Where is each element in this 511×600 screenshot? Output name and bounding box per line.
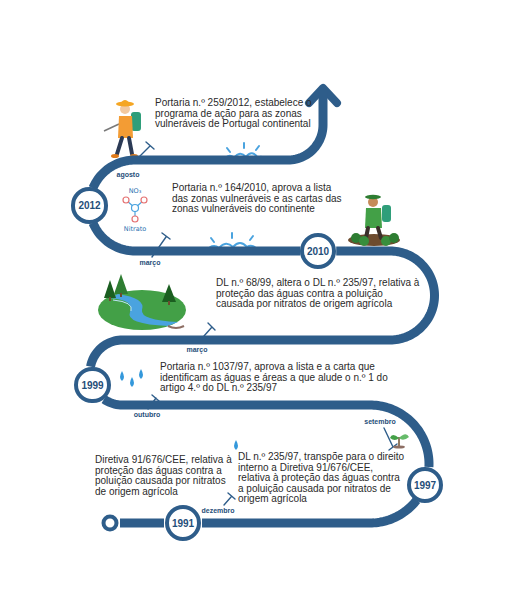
timeline-road xyxy=(93,223,300,251)
month-label: março xyxy=(130,259,170,267)
month-label: agosto xyxy=(108,171,148,179)
event-text: DL n.º 235/97, transpõe para o direito i… xyxy=(238,452,406,505)
event-text: Portaria n.º 259/2012, estabelece o prog… xyxy=(155,98,317,130)
farmer-sprayer xyxy=(104,100,141,158)
event-text: DL n.º 68/99, altera o DL n.º 235/97, re… xyxy=(216,278,422,310)
timeline-road xyxy=(120,519,164,528)
event-text: Portaria n.º 1037/97, aprova a lista e a… xyxy=(160,362,415,394)
year-circle: 2012 xyxy=(71,187,107,223)
event-text: Portaria n.º 164/2010, aprova a lista da… xyxy=(172,183,348,215)
month-label: outubro xyxy=(127,411,167,419)
timeline-road xyxy=(93,92,323,188)
event-text: Diretiva 91/676/CEE, relativa à proteção… xyxy=(95,455,237,497)
nitrate-molecule xyxy=(123,197,147,222)
year-label: 1997 xyxy=(414,480,436,491)
sprout xyxy=(390,434,409,448)
year-circle: 1999 xyxy=(74,367,110,403)
year-label: 2012 xyxy=(78,200,100,211)
year-label: 1991 xyxy=(172,518,194,529)
formula-label: NO₃ xyxy=(123,187,147,195)
start-ring xyxy=(104,517,117,530)
formula-label: Nitrato xyxy=(117,225,153,233)
year-label: 1999 xyxy=(81,380,103,391)
month-label: setembro xyxy=(358,418,402,426)
leader-ticks xyxy=(138,142,397,505)
year-label: 2010 xyxy=(307,246,329,257)
timeline-road xyxy=(91,251,435,367)
year-circle: 2010 xyxy=(300,233,336,269)
year-circle: 1997 xyxy=(407,467,443,503)
year-circle: 1991 xyxy=(165,505,201,541)
month-label: março xyxy=(177,346,217,354)
river-landscape xyxy=(98,274,186,330)
farmer-field xyxy=(348,195,400,246)
month-label: dezembro xyxy=(196,507,240,515)
